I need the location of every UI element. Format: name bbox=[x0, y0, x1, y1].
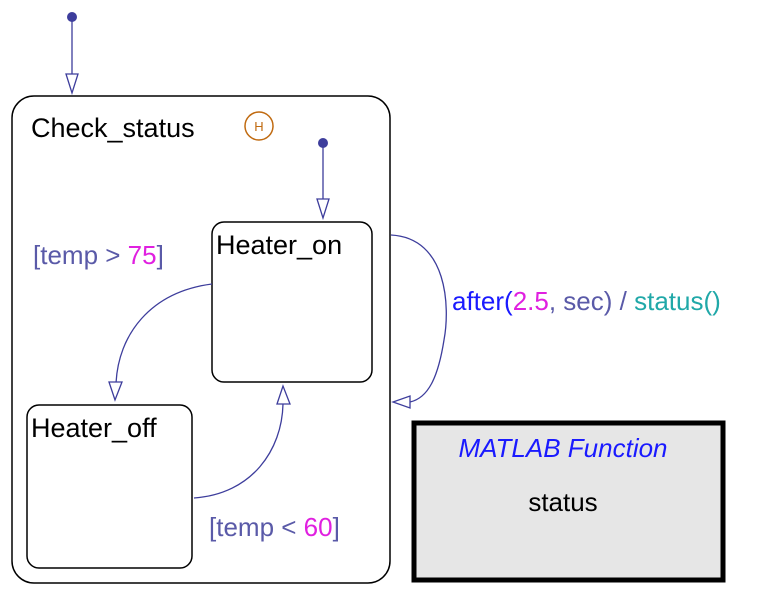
arrowhead bbox=[391, 395, 411, 409]
function-name: status bbox=[528, 487, 597, 517]
history-symbol: H bbox=[254, 119, 263, 134]
default-transition-dot bbox=[67, 12, 77, 22]
state-box bbox=[26, 404, 193, 569]
function-box bbox=[411, 420, 726, 583]
arrowhead bbox=[276, 384, 291, 405]
state-box bbox=[211, 221, 373, 383]
arrowhead bbox=[316, 198, 330, 221]
state-label: Heater_off bbox=[31, 413, 157, 443]
state-label: Check_status bbox=[31, 113, 195, 143]
function-title: MATLAB Function bbox=[458, 433, 667, 463]
guard-label-temp-lt: [temp < 60] bbox=[209, 512, 340, 542]
matlab-function-block[interactable]: MATLAB Function status bbox=[411, 420, 726, 583]
history-junction[interactable]: H bbox=[244, 111, 274, 141]
state-heater-off[interactable]: Heater_off bbox=[26, 404, 193, 569]
guard-label-temp-gt: [temp > 75] bbox=[33, 240, 164, 270]
transition-on-to-off[interactable] bbox=[108, 283, 213, 402]
transition-off-to-on[interactable] bbox=[193, 384, 291, 499]
default-transition-parent[interactable] bbox=[65, 12, 79, 96]
transition-self-loop[interactable] bbox=[390, 234, 447, 409]
default-transition-dot bbox=[318, 138, 328, 148]
default-transition-heater-on[interactable] bbox=[316, 138, 330, 221]
arrowhead bbox=[108, 381, 123, 402]
state-label: Heater_on bbox=[216, 230, 342, 260]
history-junction-circle bbox=[244, 111, 274, 141]
state-heater-on[interactable]: Heater_on bbox=[211, 221, 373, 383]
transition-label-after: after(2.5, sec) / status() bbox=[452, 286, 721, 316]
arrowhead bbox=[65, 73, 79, 96]
